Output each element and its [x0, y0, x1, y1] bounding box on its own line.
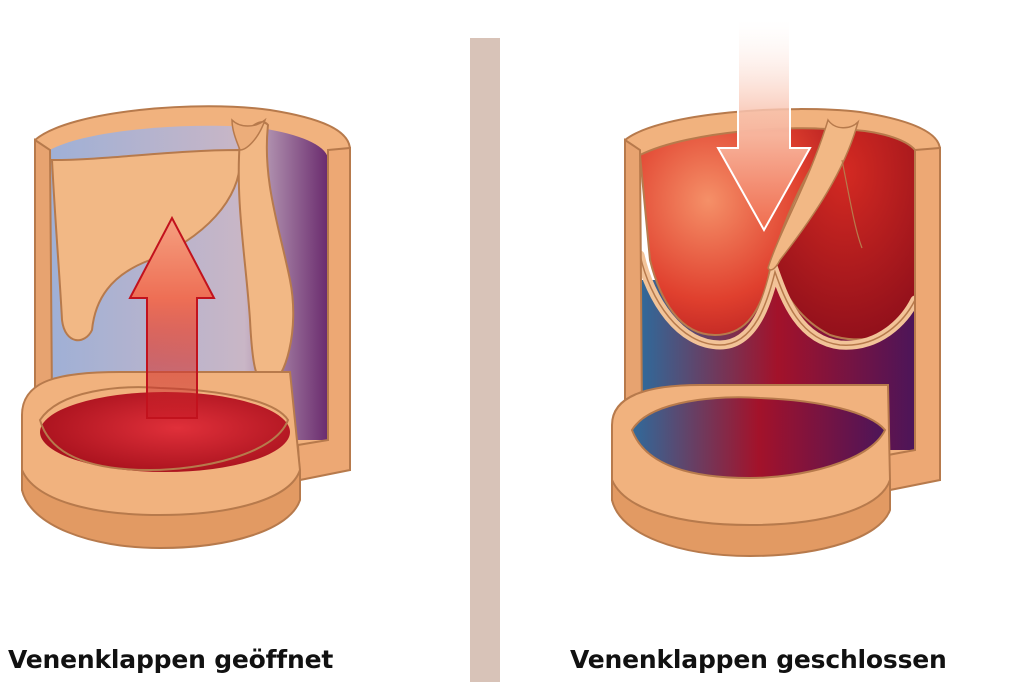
- vein-open: [22, 106, 350, 548]
- vein-closed: [612, 20, 940, 556]
- caption-valves-open: Venenklappen geöffnet: [8, 642, 333, 678]
- caption-valves-closed: Venenklappen geschlossen: [570, 642, 947, 678]
